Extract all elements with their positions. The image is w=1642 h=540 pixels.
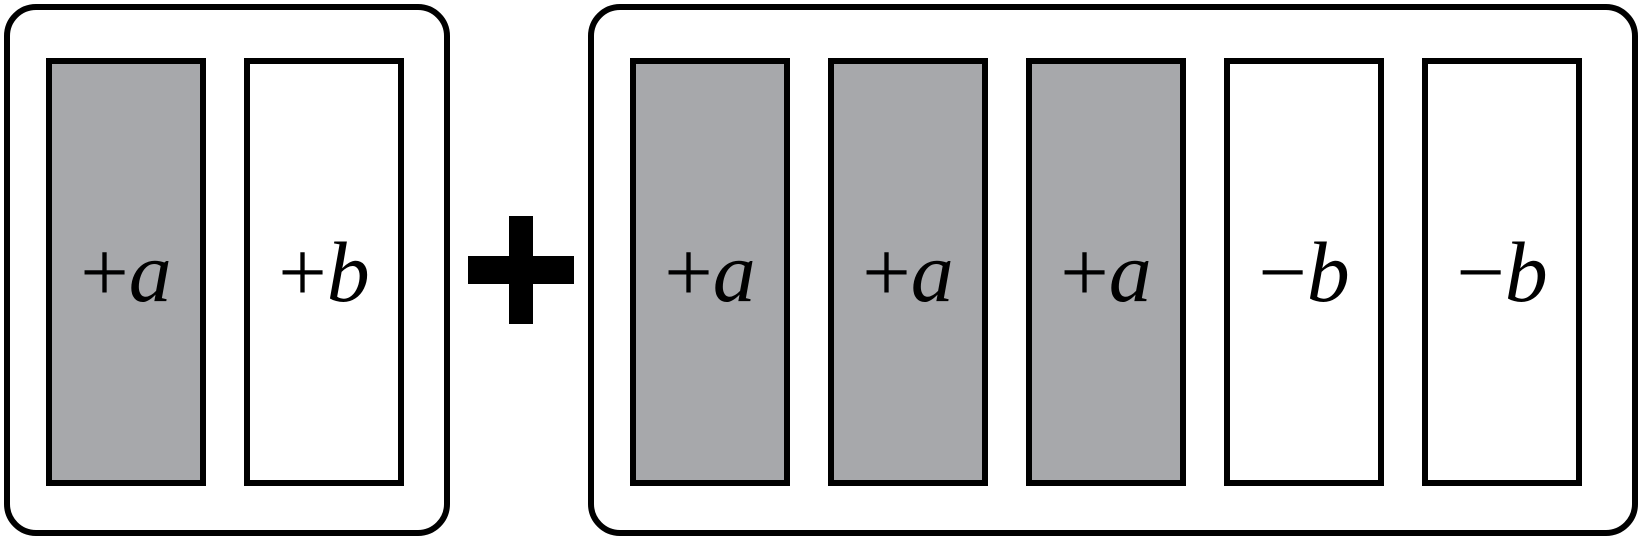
right-tile-group: +a+a+a−b−b bbox=[588, 4, 1638, 536]
tile-term-label: +a bbox=[80, 229, 172, 315]
tile-term-variable: a bbox=[910, 224, 954, 320]
tile-term-sign: + bbox=[862, 224, 911, 320]
algebra-tile-pos-a: +a bbox=[1026, 58, 1186, 486]
left-tile-group: +a+b bbox=[4, 4, 450, 536]
tile-term-label: −b bbox=[1456, 229, 1548, 315]
plus-operator-vertical-bar bbox=[509, 216, 533, 324]
algebra-tile-neg-b: −b bbox=[1224, 58, 1384, 486]
tile-term-variable: a bbox=[1108, 224, 1152, 320]
tile-term-variable: a bbox=[128, 224, 172, 320]
tile-term-label: +a bbox=[664, 229, 756, 315]
tile-term-sign: + bbox=[664, 224, 713, 320]
tile-term-sign: + bbox=[1060, 224, 1109, 320]
tile-term-sign: − bbox=[1258, 224, 1307, 320]
tile-term-sign: + bbox=[278, 224, 327, 320]
tile-term-sign: + bbox=[80, 224, 129, 320]
tile-term-sign: − bbox=[1456, 224, 1505, 320]
tile-term-variable: b bbox=[1306, 224, 1350, 320]
algebra-tile-pos-a: +a bbox=[630, 58, 790, 486]
algebra-tile-neg-b: −b bbox=[1422, 58, 1582, 486]
tile-term-variable: b bbox=[1504, 224, 1548, 320]
algebra-tile-pos-a: +a bbox=[46, 58, 206, 486]
tile-term-label: +b bbox=[278, 229, 370, 315]
tile-term-variable: b bbox=[326, 224, 370, 320]
plus-operator-icon bbox=[468, 216, 574, 324]
tile-term-variable: a bbox=[712, 224, 756, 320]
tile-term-label: +a bbox=[1060, 229, 1152, 315]
algebra-tile-pos-b: +b bbox=[244, 58, 404, 486]
tile-term-label: −b bbox=[1258, 229, 1350, 315]
algebra-tile-pos-a: +a bbox=[828, 58, 988, 486]
tile-term-label: +a bbox=[862, 229, 954, 315]
